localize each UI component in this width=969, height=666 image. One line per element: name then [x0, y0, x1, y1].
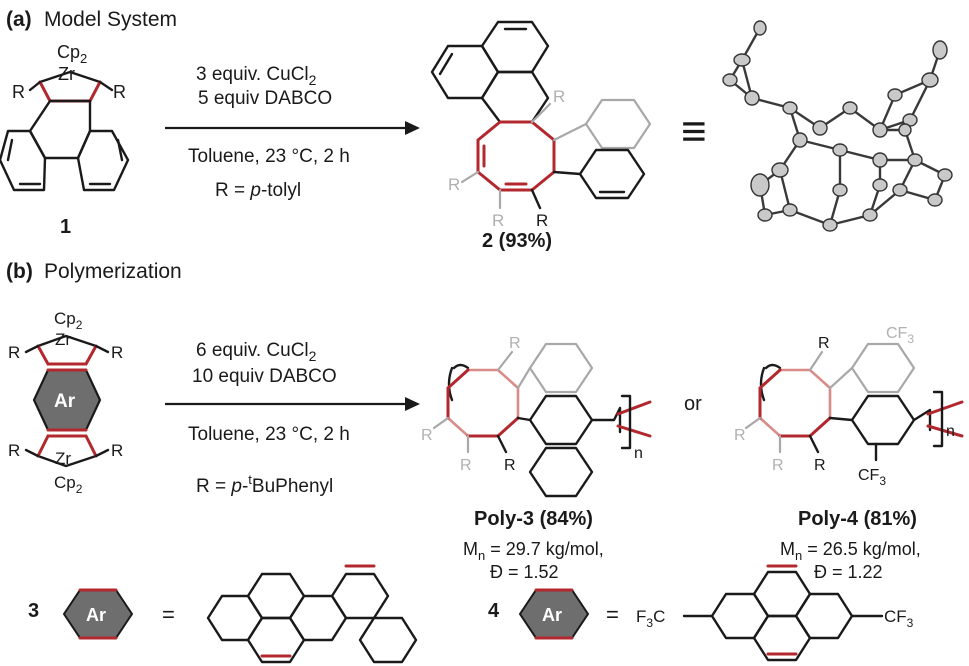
- reaction-b-r-definition: R = p-tBuPhenyl: [196, 472, 333, 497]
- monomer-cp-top: Cp2: [54, 309, 83, 332]
- reaction-a-conditions: Toluene, 23 °C, 2 h: [188, 146, 350, 167]
- monomer-structure: [24, 334, 110, 468]
- compound-2-r-top: R: [553, 87, 565, 106]
- section-b-title: Polymerization: [44, 260, 182, 283]
- legend-4-number: 4: [488, 600, 500, 622]
- compound-2-structure: [430, 20, 652, 210]
- poly-4-mn: Mn = 26.5 kg/mol,: [780, 539, 921, 563]
- poly-3-label: Poly-3 (84%): [474, 508, 593, 530]
- poly-4-repeat-n: n: [946, 423, 955, 440]
- poly-3-r-front: R: [504, 457, 516, 474]
- connector-or: or: [684, 393, 702, 415]
- reaction-b-conditions: Toluene, 23 °C, 2 h: [188, 424, 350, 445]
- poly-4-dispersity: Đ = 1.22: [814, 562, 883, 582]
- poly-4-cf3-top: CF3: [886, 325, 914, 346]
- poly-3-dispersity: Đ = 1.52: [490, 562, 559, 582]
- legend-3-number: 3: [28, 600, 39, 622]
- monomer-zr-top: Zr: [55, 330, 71, 349]
- equivalence-symbol: ≡: [681, 107, 707, 156]
- compound-1-r-left: R: [12, 82, 25, 102]
- reaction-a-reagent-1: 3 equiv. CuCl2: [196, 64, 317, 88]
- legend-4-core-structure: [682, 564, 884, 662]
- compound-2-r-front: R: [536, 211, 548, 230]
- crystal-structure-image: [722, 20, 953, 232]
- monomer-ar-core: Ar: [54, 391, 76, 412]
- legend-4-cf3-group: CF3: [884, 607, 914, 630]
- poly-3-repeat-n: n: [634, 445, 643, 462]
- poly-3-structure: [432, 342, 652, 498]
- poly-4-r-front: R: [814, 457, 826, 474]
- poly-3-r-bottom: R: [460, 457, 472, 474]
- section-b-label: (b): [6, 260, 33, 283]
- legend-3-equals: =: [162, 602, 175, 627]
- monomer-r-top-left: R: [8, 343, 20, 362]
- poly-3-r-left: R: [421, 427, 433, 444]
- compound-1-structure: [0, 70, 130, 192]
- compound-2-r-left: R: [448, 175, 460, 194]
- poly-4-structure: [744, 342, 964, 462]
- monomer-r-top-right: R: [111, 343, 123, 362]
- monomer-r-bottom-right: R: [111, 441, 123, 460]
- poly-3-mn: Mn = 29.7 kg/mol,: [463, 539, 604, 563]
- legend-3-ar-hexagon: [62, 588, 134, 640]
- poly-4-cf3-bottom: CF3: [858, 467, 886, 488]
- compound-1-cp: Cp2: [57, 42, 87, 66]
- section-a-label: (a): [6, 8, 32, 31]
- poly-4-r-bottom: R: [772, 457, 784, 474]
- poly-4-r-left: R: [734, 427, 746, 444]
- monomer-r-bottom-left: R: [8, 441, 20, 460]
- section-a-title: Model System: [44, 8, 177, 31]
- compound-2-r-bottom: R: [492, 211, 504, 230]
- legend-3-ar-label: Ar: [86, 605, 106, 625]
- legend-4-ar-hexagon: [518, 588, 590, 640]
- compound-2-label: 2 (93%): [482, 230, 552, 252]
- reaction-b-reagent-1: 6 equiv. CuCl2: [196, 340, 317, 364]
- reaction-b-reagent-2: 10 equiv DABCO: [192, 366, 337, 387]
- compound-1-zr: Zr: [58, 64, 75, 84]
- compound-1-r-right: R: [113, 82, 126, 102]
- compound-1-number: 1: [60, 216, 71, 238]
- legend-4-equals: =: [606, 602, 619, 627]
- legend-4-ar-label: Ar: [542, 605, 562, 625]
- reaction-a-r-definition: R = p-tolyl: [215, 180, 301, 201]
- poly-3-r-top: R: [509, 335, 521, 352]
- poly-4-r-top: R: [818, 335, 830, 352]
- reaction-a-reagent-2: 5 equiv DABCO: [198, 88, 332, 109]
- monomer-zr-bottom: Zr: [55, 449, 71, 468]
- monomer-cp-bottom: Cp2: [54, 473, 83, 496]
- legend-3-core-structure: [206, 564, 418, 664]
- poly-4-label: Poly-4 (81%): [798, 508, 917, 530]
- legend-4-f3c-group: F3C: [636, 607, 665, 630]
